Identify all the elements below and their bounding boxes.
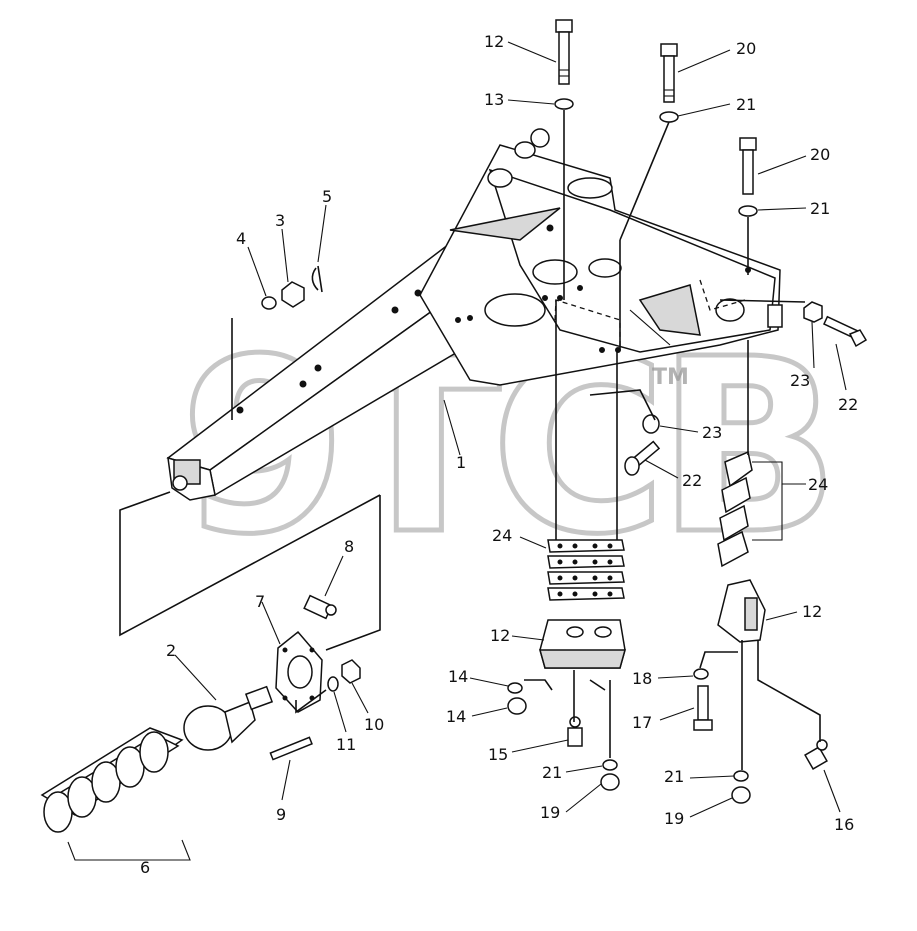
callout-4: 4 [236,229,246,248]
callout-13: 12 [484,32,504,51]
guide-block [539,619,626,669]
washer [733,770,749,782]
stud-bolt [269,736,313,761]
callout-15: 14 [446,707,466,726]
callout-21: 21 [664,767,684,786]
nut [803,301,823,323]
callout-21: 21 [542,763,562,782]
nut [642,414,660,434]
castle-nut [281,281,305,308]
callout-24: 24 [808,475,828,494]
washer [602,759,618,771]
frame-knob [487,128,783,328]
callout-18: 18 [632,669,652,688]
callout-16: 16 [834,815,854,834]
callout-12: 12 [490,626,510,645]
callout-16: 15 [488,745,508,764]
callout-20: 19 [540,803,560,822]
grease-fitting [303,594,337,620]
washer [659,111,679,123]
callout-8: 8 [344,537,354,556]
callout-6: 6 [140,858,150,877]
guide-block [717,579,766,643]
washer [693,668,709,680]
callout-21: 21 [736,95,756,114]
nut [600,773,620,791]
washer [261,296,277,310]
grease-fitting [804,739,828,770]
ball-stud [183,685,274,751]
flange-plate [275,630,323,713]
callout-5: 5 [322,187,332,206]
nut [731,786,751,804]
callout-22: 22 [682,471,702,490]
cotter-pin [311,265,323,293]
callout-24: 24 [492,526,512,545]
callout-20: 19 [664,809,684,828]
watermark-tm: TM [652,365,689,390]
bolt [693,685,713,731]
washer [507,682,523,694]
nut [507,697,527,715]
leader-lines [67,41,847,861]
bolt [660,43,678,103]
bolt [555,19,573,85]
shim-pack [717,450,753,568]
callout-22: 22 [838,395,858,414]
side-bolt [624,440,661,476]
shim-pack [547,539,625,601]
bolt [739,137,757,195]
callout-2: 2 [166,641,176,660]
callout-9: 9 [276,805,286,824]
side-bolt [822,315,868,348]
grease-fitting [567,716,583,747]
callout-19: 20 [810,145,830,164]
callout-3: 3 [275,211,285,230]
assembly-lines [119,110,821,770]
a-frame [166,128,783,501]
callout-12: 12 [802,602,822,621]
callout-11: 11 [336,735,356,754]
washer [554,98,574,110]
callout-10: 10 [364,715,384,734]
callout-7: 7 [255,592,265,611]
nut [341,659,361,684]
callout-23: 23 [790,371,810,390]
callout-14: 14 [448,667,468,686]
callout-labels: 12 13 20 21 20 21 4 3 5 1 23 22 23 22 24… [140,32,858,877]
washer [738,205,758,217]
callout-1: 1 [456,453,466,472]
callout-17: 17 [632,713,652,732]
shim-stack [40,727,184,833]
callout-21: 21 [810,199,830,218]
washer [327,676,339,692]
callout-19: 20 [736,39,756,58]
callout-23: 23 [702,423,722,442]
callout-14: 13 [484,90,504,109]
